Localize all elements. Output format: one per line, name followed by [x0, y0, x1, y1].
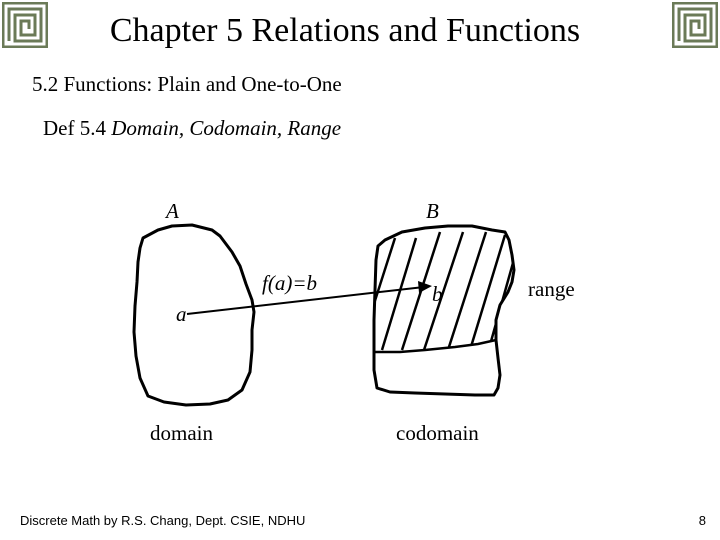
domain-set-shape [132, 223, 256, 407]
greek-key-icon [2, 2, 48, 48]
definition-heading: Def 5.4 Domain, Codomain, Range [43, 116, 341, 141]
page-number: 8 [698, 513, 706, 528]
domain-label: domain [150, 421, 213, 445]
mapping-label: f(a)=b [262, 271, 317, 295]
set-a-label: A [164, 199, 179, 223]
footer-credit: Discrete Math by R.S. Chang, Dept. CSIE,… [20, 513, 306, 528]
codomain-label: codomain [396, 421, 479, 445]
greek-key-icon [672, 2, 718, 48]
definition-terms: Domain, Codomain, Range [111, 116, 342, 140]
range-label: range [528, 277, 575, 301]
slide-title: Chapter 5 Relations and Functions [109, 12, 581, 49]
arrowhead-icon [418, 281, 432, 293]
definition-number: Def 5.4 [43, 116, 112, 140]
mapping-arrow [186, 286, 425, 315]
set-b-label: B [426, 199, 439, 223]
range-boundary [374, 338, 497, 354]
element-b-label: b [432, 282, 443, 306]
element-a-label: a [176, 302, 187, 326]
section-heading: 5.2 Functions: Plain and One-to-One [32, 72, 342, 96]
